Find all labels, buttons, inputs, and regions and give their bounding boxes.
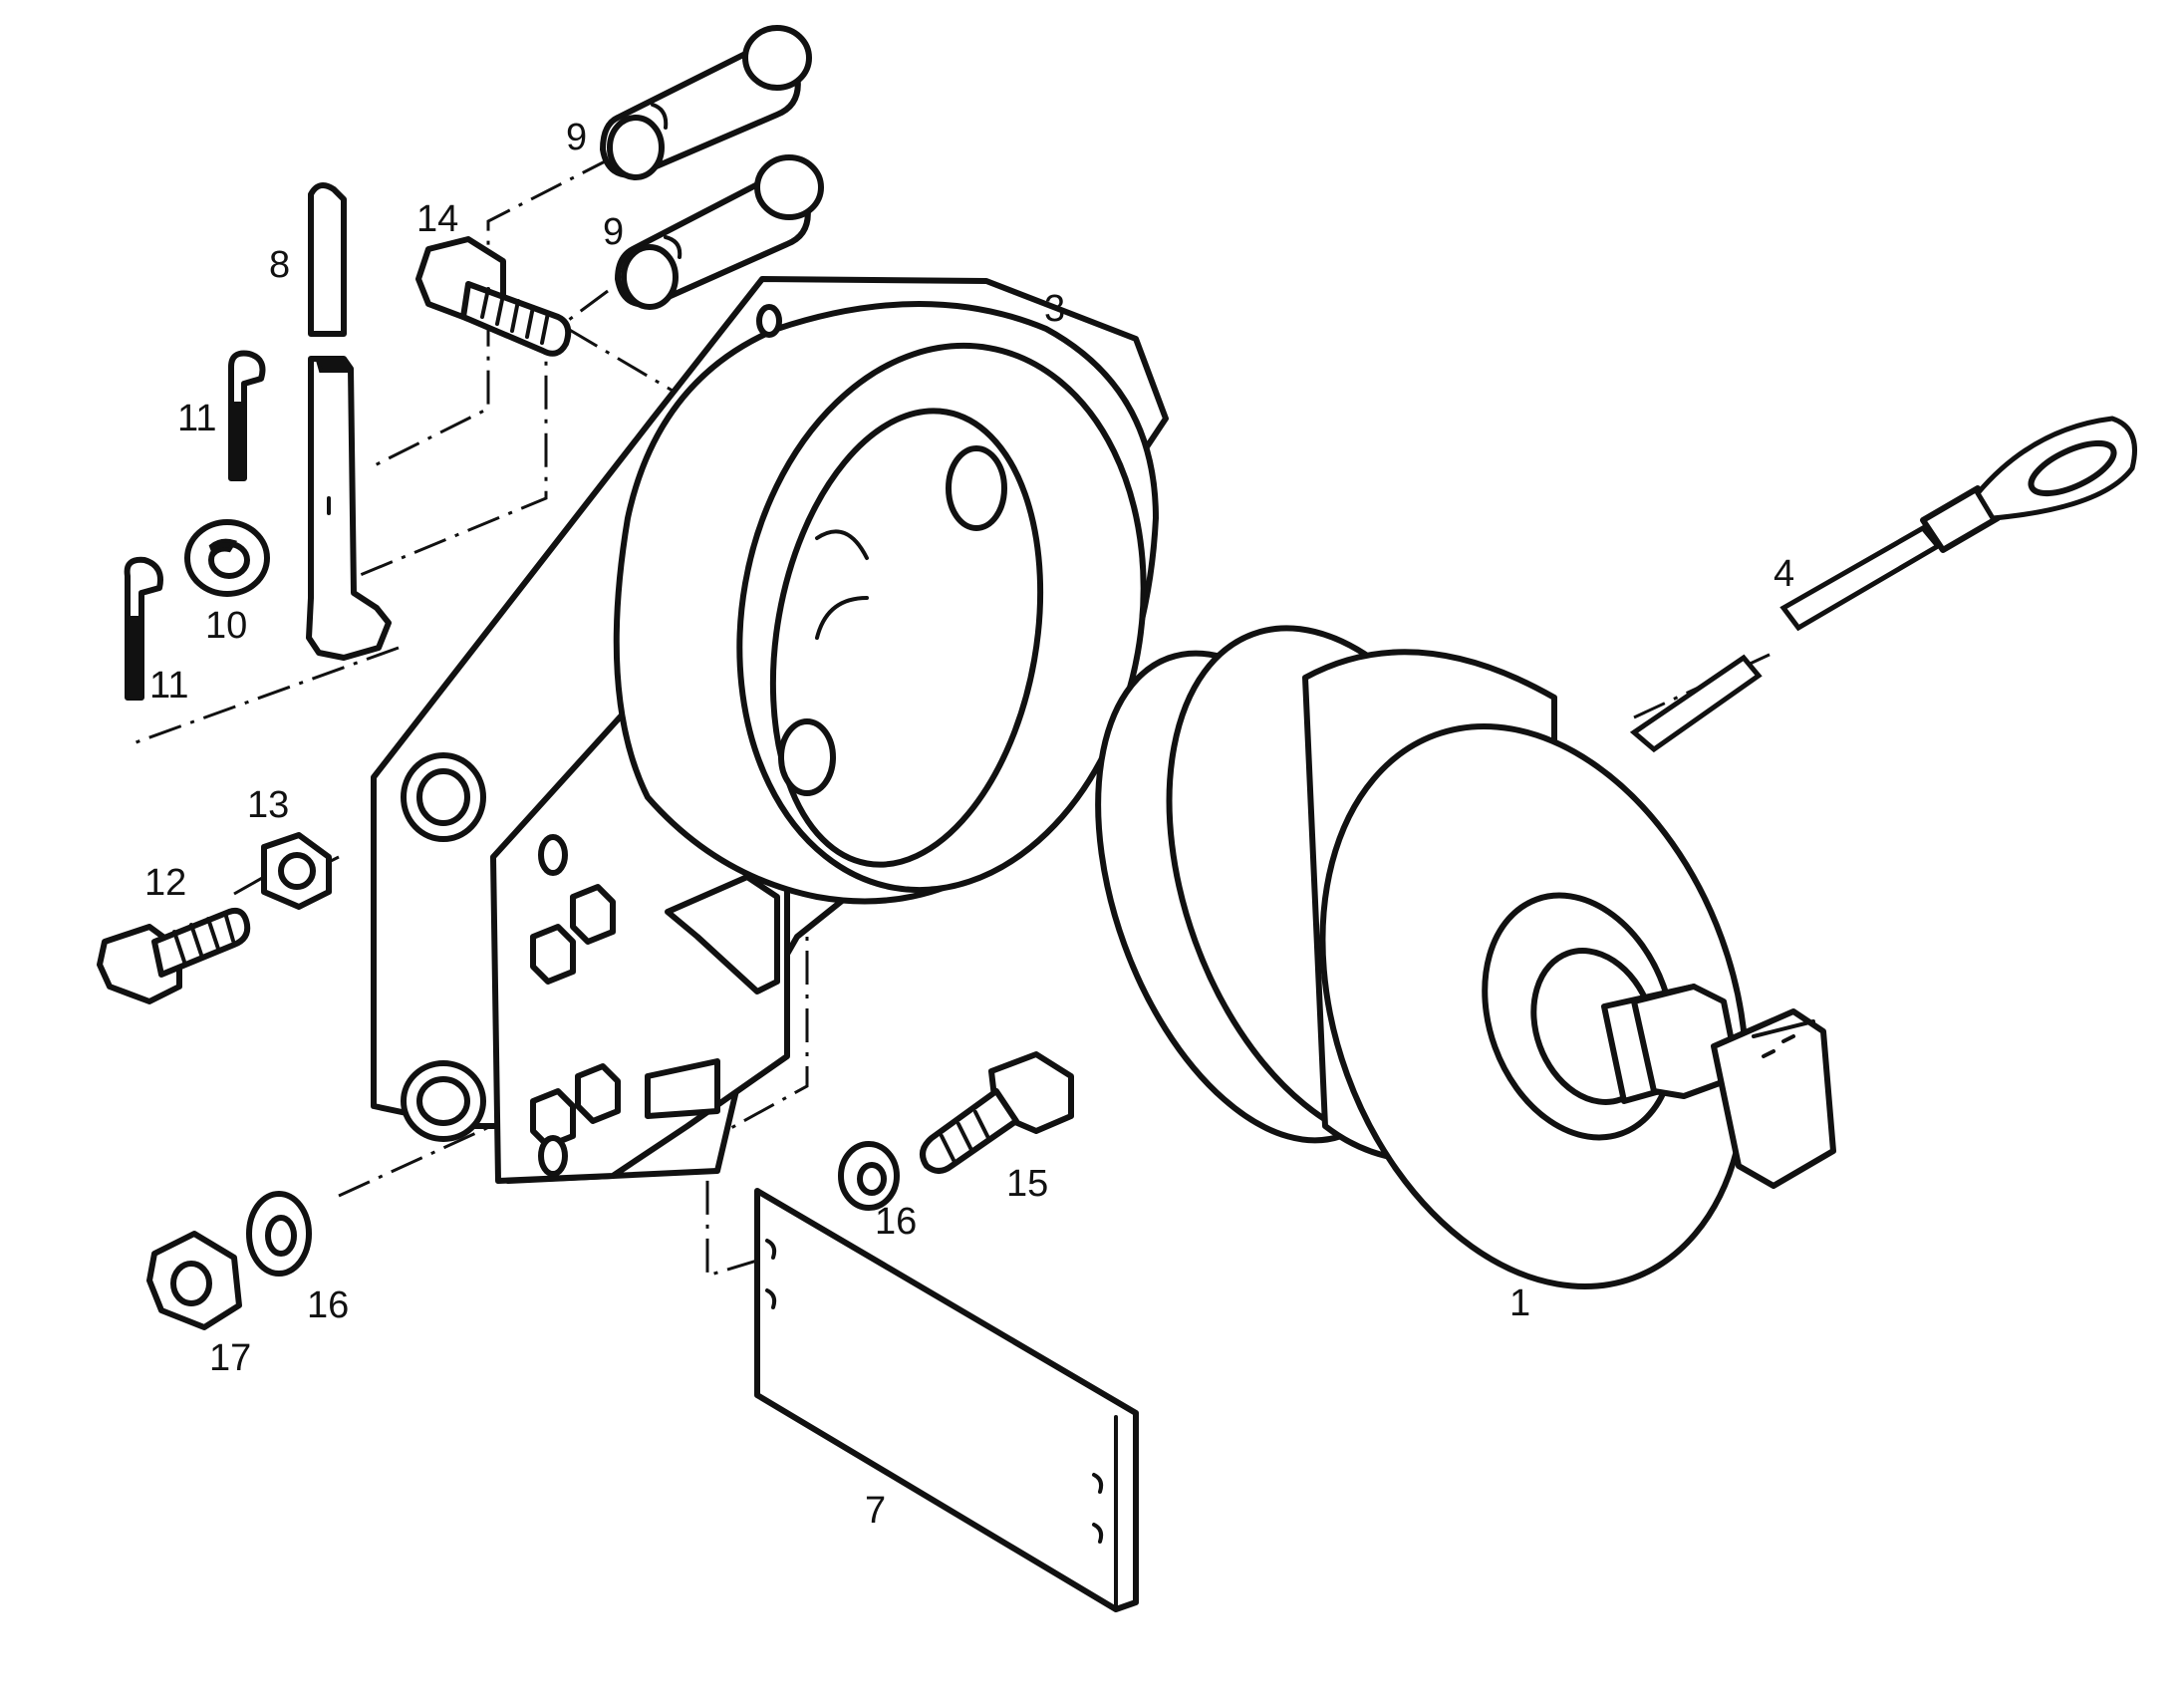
callout-13: 13 <box>247 784 289 826</box>
cotter-pin-lower <box>124 556 163 701</box>
bracket-housing-3 <box>371 276 1169 1184</box>
callout-16-right: 16 <box>875 1201 917 1243</box>
callout-9-upper: 9 <box>566 117 587 158</box>
bolt-12 <box>97 907 251 1004</box>
pin-upper <box>600 25 812 180</box>
nut-17 <box>146 1231 242 1330</box>
callout-15: 15 <box>1006 1163 1048 1205</box>
callout-1: 1 <box>1509 1282 1530 1324</box>
callout-16-left: 16 <box>307 1284 349 1326</box>
washer-10 <box>184 519 270 597</box>
washer-16-right <box>838 1141 900 1211</box>
callout-4: 4 <box>1774 553 1794 595</box>
nut-13 <box>261 832 332 910</box>
callout-labels: 9 14 9 8 3 11 4 10 11 13 12 15 16 16 1 1… <box>144 117 1794 1532</box>
callout-3: 3 <box>1044 288 1065 330</box>
callout-11-upper: 11 <box>177 398 216 439</box>
callout-17: 17 <box>209 1337 251 1379</box>
washer-16-left <box>246 1191 312 1277</box>
cotter-pin-upper <box>228 350 266 481</box>
bolt-15 <box>920 1051 1074 1174</box>
strip-8 <box>306 182 392 661</box>
plate-7 <box>754 1188 1139 1612</box>
cable-4 <box>1629 416 2137 753</box>
callout-9-lower: 9 <box>603 211 624 253</box>
callout-7: 7 <box>865 1490 886 1532</box>
callout-14: 14 <box>416 198 458 240</box>
bolt-14 <box>415 236 572 357</box>
callout-11-lower: 11 <box>149 665 188 707</box>
callout-12: 12 <box>144 862 186 904</box>
pin-lower <box>615 154 824 310</box>
callout-10: 10 <box>205 605 247 647</box>
callout-8: 8 <box>269 244 290 286</box>
drum-1 <box>1095 625 1836 1289</box>
